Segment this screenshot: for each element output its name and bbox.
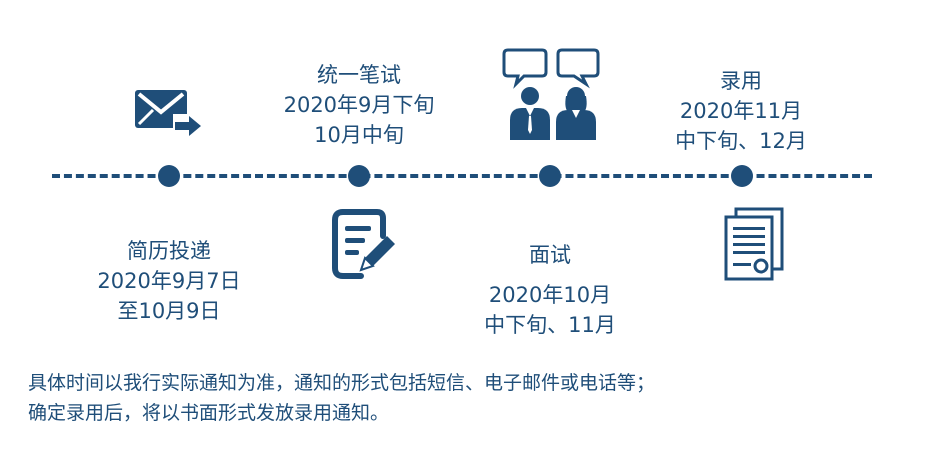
- stage-3-date-line2: 中下旬、11月: [484, 313, 616, 337]
- notice-line-1: 具体时间以我行实际通知为准，通知的形式包括短信、电子邮件或电话等；: [28, 372, 656, 394]
- interview-people-icon: [502, 48, 600, 140]
- timeline-node-3: [539, 165, 561, 187]
- stage-2-title: 统一笔试: [317, 63, 401, 87]
- timeline-dashed-line: [52, 174, 872, 178]
- stage-1-date-line1: 2020年9月7日: [97, 269, 241, 293]
- timeline-node-1: [158, 165, 180, 187]
- stage-4-date-line2: 中下旬、12月: [675, 129, 807, 153]
- notice-text: 具体时间以我行实际通知为准，通知的形式包括短信、电子邮件或电话等； 确定录用后，…: [28, 368, 908, 428]
- stage-1-date-line2: 至10月9日: [117, 299, 221, 323]
- stage-1-title: 简历投递: [127, 239, 211, 263]
- stage-3-label: 面试 2020年10月 中下旬、11月: [460, 240, 640, 340]
- stage-3-date-line1: 2020年10月: [488, 283, 612, 307]
- edit-document-icon: [332, 209, 395, 279]
- stage-4-title: 录用: [720, 69, 762, 93]
- timeline-node-4: [731, 165, 753, 187]
- stage-4-label: 录用 2020年11月 中下旬、12月: [651, 66, 831, 156]
- stage-2-label: 统一笔试 2020年9月下旬 10月中旬: [259, 60, 459, 150]
- stage-3-title: 面试: [529, 243, 571, 267]
- stage-2-date-line2: 10月中旬: [314, 123, 404, 147]
- notice-line-2: 确定录用后，将以书面形式发放录用通知。: [28, 402, 390, 424]
- stage-4-date-line1: 2020年11月: [679, 99, 803, 123]
- certificate-document-icon: [724, 207, 784, 281]
- mail-send-icon: [135, 90, 201, 136]
- stage-2-date-line1: 2020年9月下旬: [283, 93, 435, 117]
- stage-1-label: 简历投递 2020年9月7日 至10月9日: [79, 236, 259, 326]
- timeline-node-2: [348, 165, 370, 187]
